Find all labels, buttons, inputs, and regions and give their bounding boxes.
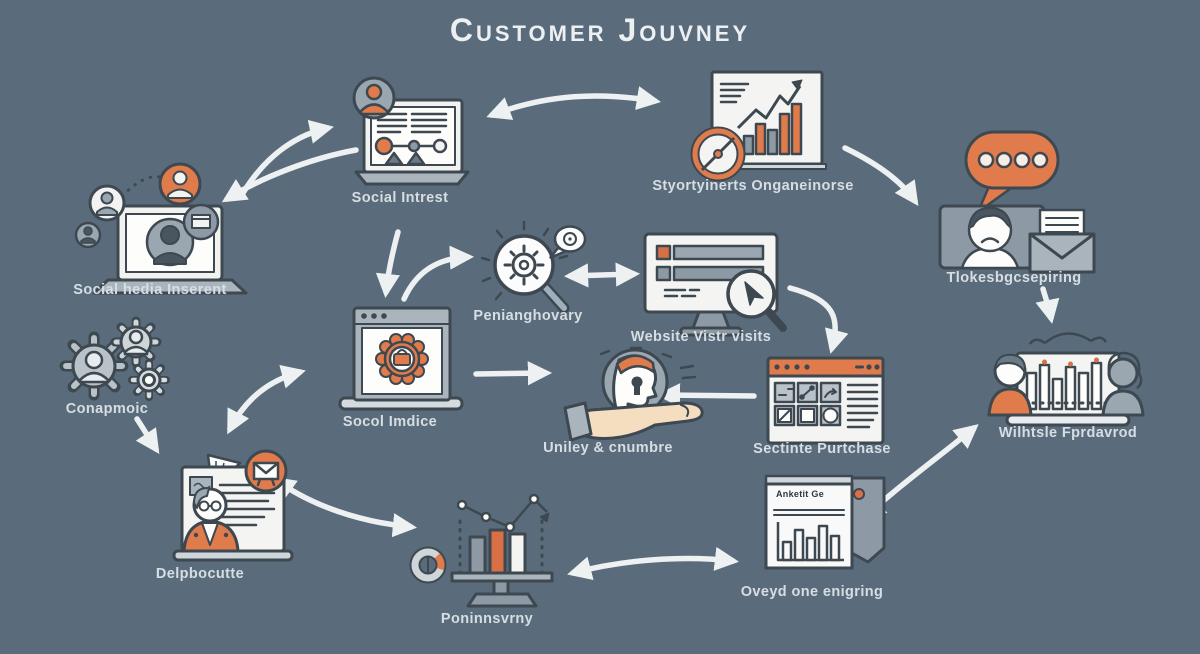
arrow-gears-to-supportdoc [134,416,160,455]
node-analytics-board: Styortyinerts Onganeinorse [652,66,853,194]
report-doc-title: Anketit Ge [776,489,825,499]
node-presentation: Poninnsvrny [406,485,570,627]
node-social-intrest: Social Intrest [352,76,472,206]
label-report: Oveyd one enigring [740,584,884,600]
node-social-media: Social hedia Inserent [73,162,263,302]
label-purchase: Sectinte Purtchase [753,441,891,457]
browser-badge-icon [338,306,464,411]
node-gears: Conapmoic [52,316,180,417]
people-gears-icon [59,316,170,401]
label-gears: Conapmoic [65,401,149,417]
node-purchase: Sectinte Purtchase [753,353,890,457]
bar-chart-board-compass-icon [690,70,827,182]
node-website-visits: Website Vistr visits [631,230,795,345]
person-chat-envelope-icon [938,130,1096,274]
cursor-magnifier-icon [726,269,787,332]
arrow-board-to-messaging [842,145,919,206]
node-report: Anketit Ge Oveyd one enigring [741,472,902,600]
label-messaging: Tlokesbgcsepiring [946,270,1082,286]
node-messaging: Tlokesbgcsepiring [938,128,1096,286]
node-support-doc: Delpbocutte [146,449,298,582]
podium-bars-donut-icon [409,493,554,608]
page-title: Customer Jouvney [449,12,751,48]
arrow-monitor-to-purchase [787,285,849,354]
arrow-badge-to-search [401,245,475,302]
label-team-analytics: Wilhtsle Fprdavrod [998,425,1138,441]
person-right-icon [1101,351,1145,417]
label-care: Uniley & cnumbre [543,440,673,456]
mini-bubble-icon [549,225,587,260]
magnifier-gear-icon [480,220,587,314]
label-social-badge: Socol Imdice [342,414,438,430]
node-care: Uniley & cnumbre [543,346,721,456]
donut-chart-icon [409,546,447,584]
person-avatar-icon [938,204,1046,270]
person-document-mail-icon [172,449,294,562]
node-search: Penianghovary [473,220,593,324]
label-social-intrest: Social Intrest [351,190,449,206]
node-team-analytics: Wilhtsle Fprdavrod [983,323,1151,441]
hand-holding-head-icon [563,346,704,442]
two-people-laptop-chart-icon [987,332,1145,427]
label-social-media: Social hedia Inserent [73,282,227,298]
orange-browser-tiles-icon [766,356,885,445]
arrow-messaging-to-team [1035,286,1060,324]
badge-icon [375,333,429,385]
label-analytics-board: Styortyinerts Onganeinorse [652,178,854,194]
arrow-presentation-report-double [567,546,740,581]
monitor-cursor-magnifier-icon [643,232,787,337]
arrow-badge-supportdoc-double [227,364,306,435]
arrow-intrest-to-badge [375,229,401,299]
node-social-badge: Socol Imdice [324,302,466,430]
person-left-icon [987,353,1033,417]
support-person-icon [182,486,240,553]
speech-bubble-icon [964,130,1060,214]
analytics-report-icon [764,474,886,570]
mail-badge-icon [244,449,288,493]
profile-timeline-laptop-icon [352,76,470,186]
label-website-visits: Website Vistr visits [630,329,772,345]
label-presentation: Poninnsvrny [440,611,534,627]
envelope-icon [1028,208,1096,274]
arrow-badge-to-care [473,361,553,386]
label-search: Penianghovary [473,308,583,324]
social-media-laptop-icon [74,162,248,295]
arrow-intrest-board-double [486,86,661,120]
label-support-doc: Delpbocutte [155,566,245,582]
